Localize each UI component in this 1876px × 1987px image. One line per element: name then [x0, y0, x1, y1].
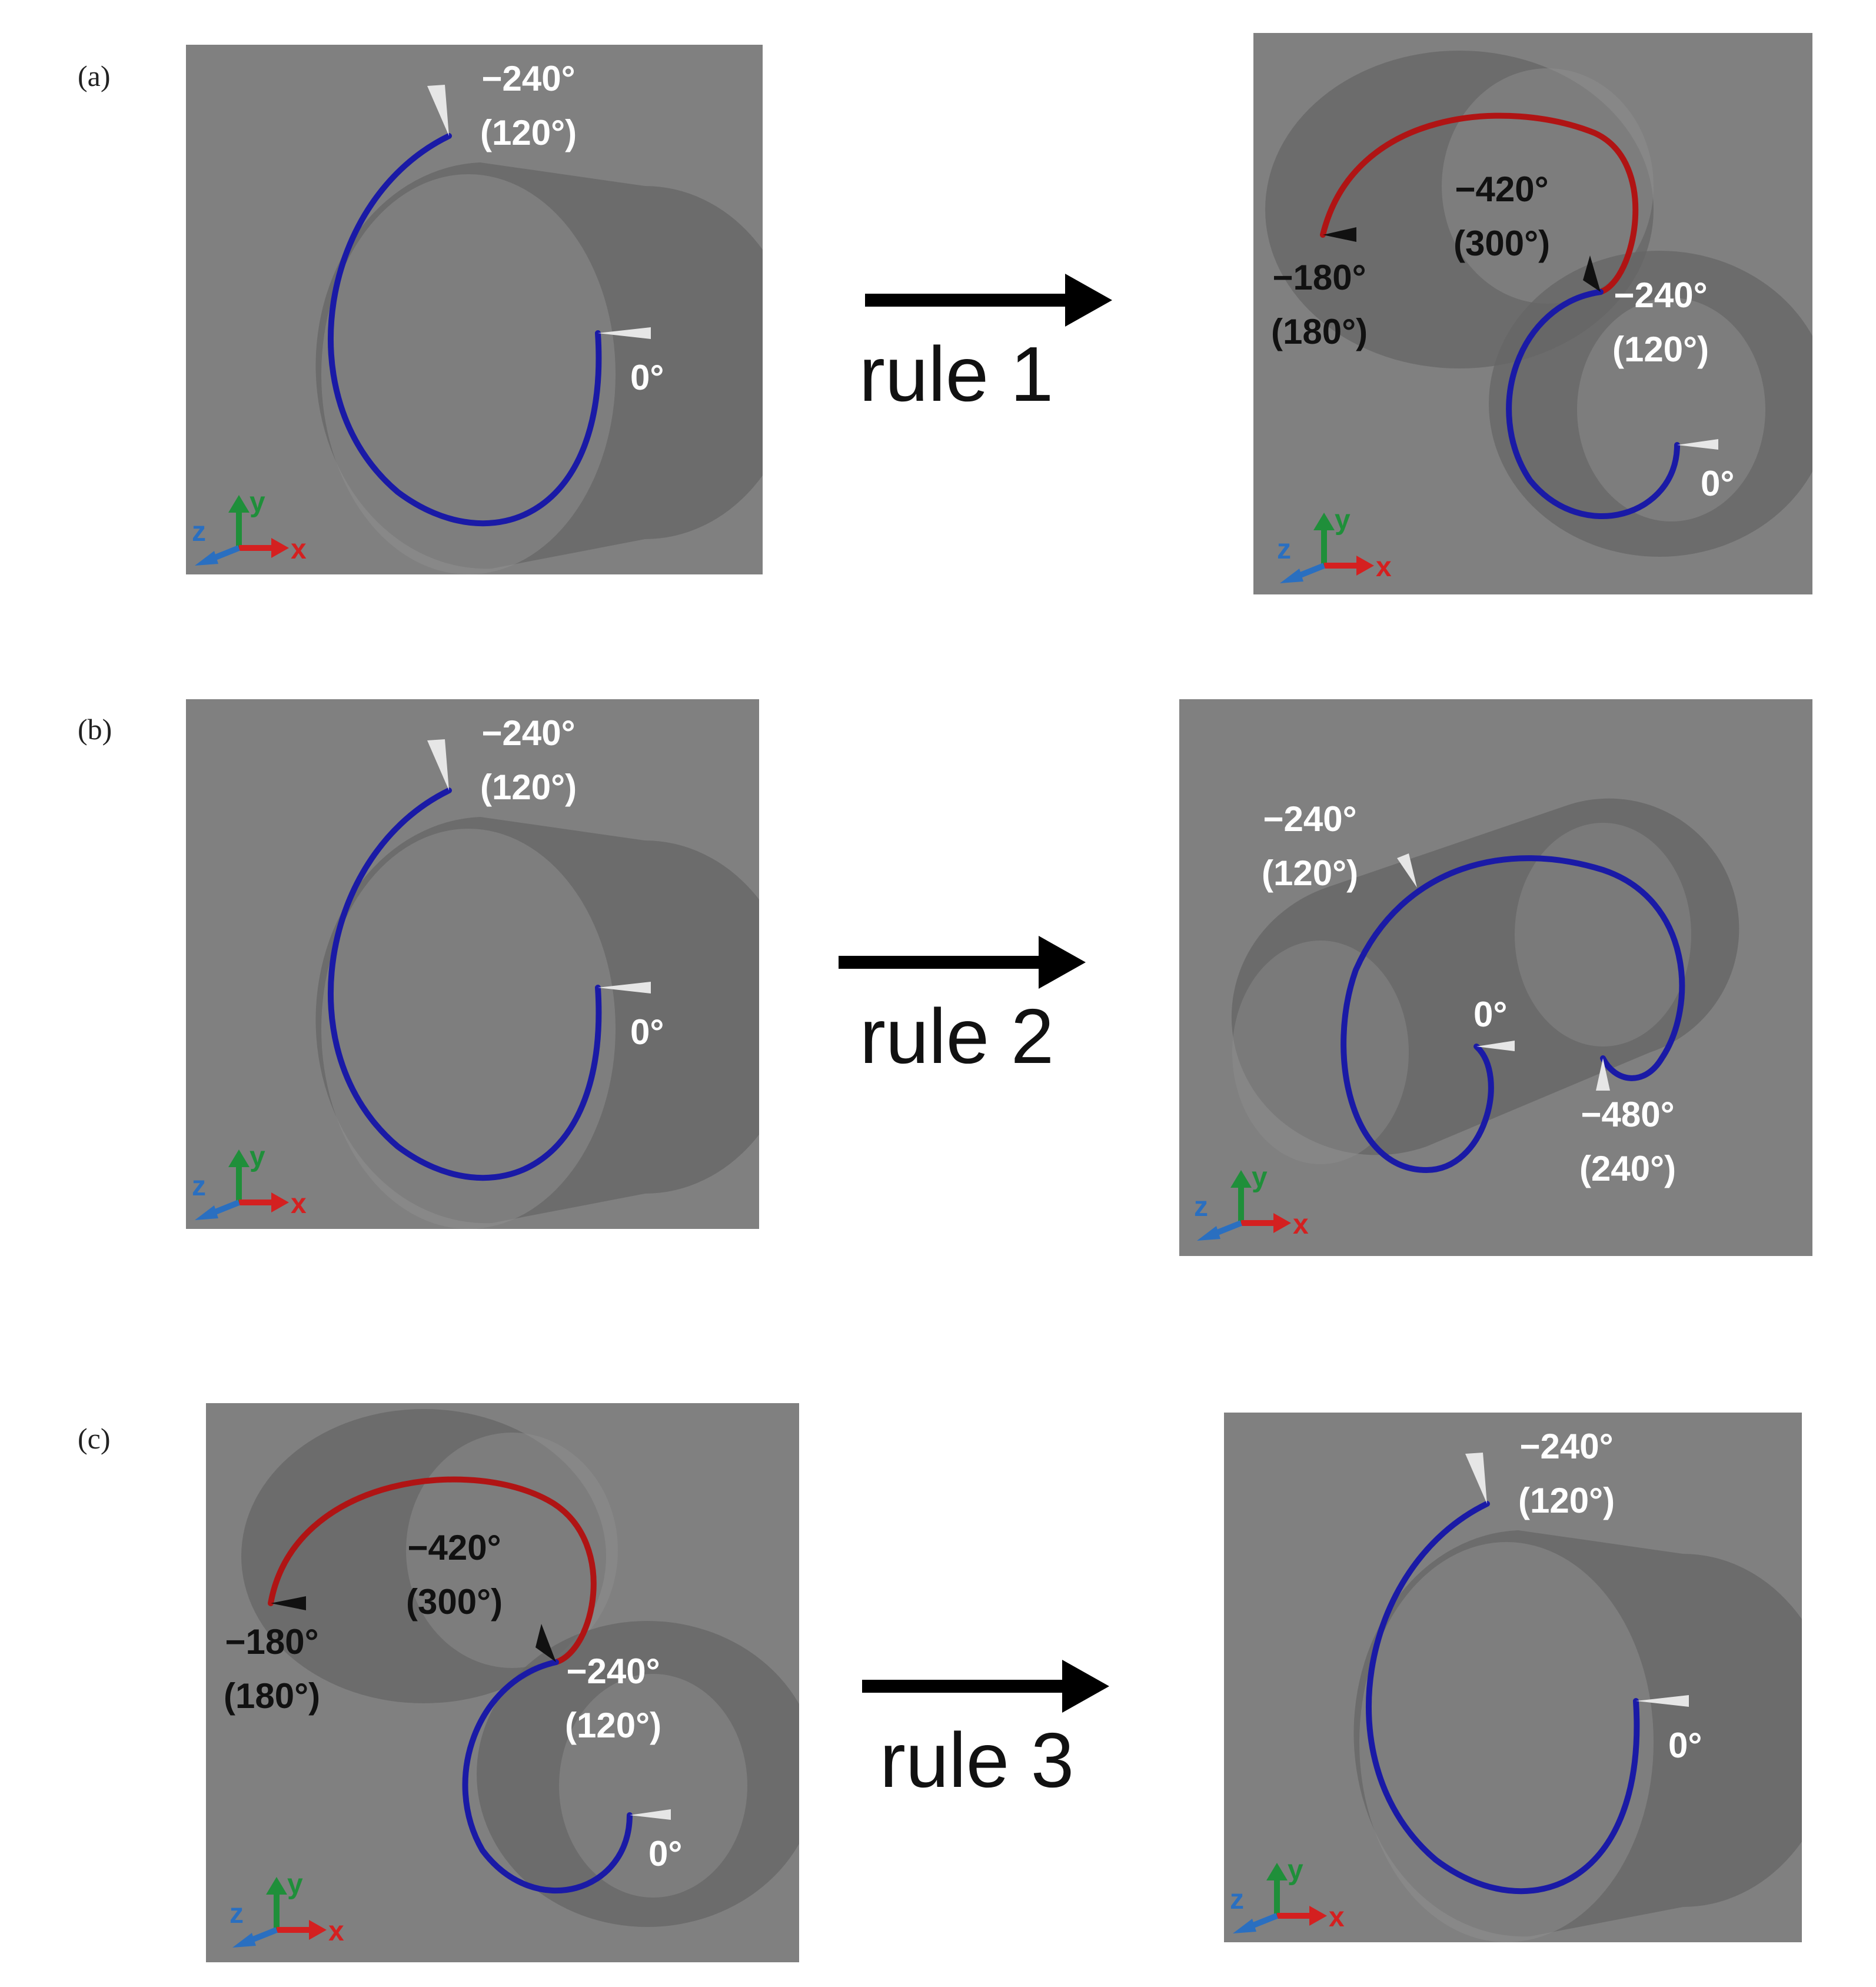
angle-label: 0° — [1473, 995, 1508, 1034]
cylinder — [1231, 798, 1739, 1155]
angle-label: 0° — [1701, 464, 1735, 503]
cone-marker — [1677, 439, 1718, 450]
panel-c-left: −420°(300°) −180°(180°) −240°(120°) 0° y… — [206, 1403, 799, 1962]
angle-label: −180°(180°) — [1271, 258, 1368, 351]
cone-marker — [271, 1596, 306, 1610]
cone-marker — [1397, 853, 1417, 888]
axis-x-label: x — [328, 1916, 344, 1947]
axis-x-label: x — [1293, 1209, 1309, 1240]
cylinder-face — [321, 829, 616, 1229]
cone-marker — [1476, 1041, 1515, 1051]
angle-label: 0° — [648, 1834, 683, 1873]
angle-label: −240°(120°) — [1518, 1427, 1615, 1520]
axis-triad: y x z — [229, 1869, 353, 1951]
cone-marker — [1596, 1058, 1610, 1091]
rule-label-1: rule 1 — [859, 331, 1054, 417]
axis-z-label: z — [192, 1171, 206, 1202]
scene-c-right — [1353, 1453, 1802, 1942]
panel-a-left: −240°(120°) 0° y x z — [186, 45, 763, 574]
transform-arrow-a: rule 1 — [859, 259, 1147, 447]
blue-path — [327, 133, 602, 527]
cone-marker — [630, 1809, 671, 1820]
angle-label: −420°(300°) — [1453, 170, 1551, 263]
angle-label: −240°(120°) — [565, 1652, 662, 1745]
cylinder-face — [1359, 1542, 1654, 1942]
blue-path — [1341, 855, 1685, 1174]
cone-marker — [1323, 227, 1356, 242]
axis-x-label: x — [1329, 1902, 1345, 1933]
axis-y-label: y — [287, 1869, 303, 1900]
rule-label-2: rule 2 — [860, 993, 1055, 1079]
axis-y-label: y — [250, 487, 265, 518]
angle-label: 0° — [1668, 1726, 1702, 1765]
axis-z-label: z — [229, 1898, 244, 1929]
axis-y-label: y — [1335, 504, 1351, 536]
axis-triad: y x z — [192, 487, 315, 569]
cylinder-face — [406, 1433, 618, 1668]
axis-y-label: y — [1288, 1855, 1303, 1886]
panel-b-right: −240°(120°) 0° −480°(240°) y x z — [1179, 699, 1812, 1256]
cylinder-face — [559, 1674, 747, 1898]
axis-triad: y x z — [1194, 1162, 1318, 1244]
panel-a-right: −420°(300°) −180°(180°) −240°(120°) 0° y… — [1253, 33, 1812, 594]
angle-label: −240°(120°) — [1612, 275, 1709, 369]
rule-label-3: rule 3 — [880, 1717, 1075, 1803]
cylinder-face — [1515, 823, 1691, 1046]
angle-label: −180°(180°) — [224, 1622, 321, 1716]
red-path — [268, 1476, 597, 1665]
axis-z-label: z — [1277, 534, 1291, 565]
axis-z-label: z — [1194, 1191, 1208, 1222]
angle-label: 0° — [630, 358, 664, 397]
cone-marker — [1465, 1453, 1487, 1504]
angle-label: 0° — [630, 1012, 664, 1052]
scene-c-left — [241, 1409, 799, 1927]
scene-a-left — [315, 85, 763, 574]
scene-a-right — [1265, 51, 1812, 557]
axis-triad: y x z — [1230, 1855, 1353, 1936]
panel-b-left: −240°(120°) 0° y x z — [186, 699, 759, 1229]
cone-marker — [598, 327, 651, 339]
axis-z-label: z — [1230, 1884, 1244, 1915]
angle-label: −480°(240°) — [1579, 1095, 1677, 1188]
transform-arrow-c: rule 3 — [862, 1645, 1145, 1833]
angle-label: −240°(120°) — [480, 713, 577, 807]
axis-triad: y x z — [1277, 504, 1401, 586]
cone-marker — [1636, 1695, 1689, 1707]
panel-c-right: −240°(120°) 0° y x z — [1224, 1413, 1802, 1942]
cone-marker — [598, 982, 651, 994]
axis-y-label: y — [250, 1141, 265, 1172]
row-label-c: (c) — [78, 1422, 111, 1455]
blue-path — [327, 788, 602, 1181]
cone-marker — [427, 85, 449, 136]
transform-arrow-b: rule 2 — [839, 921, 1121, 1109]
axis-x-label: x — [291, 1188, 307, 1220]
blue-path — [462, 1659, 633, 1894]
axis-triad: y x z — [192, 1141, 315, 1223]
axis-z-label: z — [192, 516, 206, 547]
cylinder-face — [1442, 68, 1654, 304]
scene-b-left — [315, 739, 759, 1229]
cone-marker — [535, 1624, 556, 1662]
axis-x-label: x — [1376, 551, 1392, 583]
blue-path — [1506, 289, 1680, 520]
cone-marker — [427, 739, 449, 790]
cylinder-face — [321, 174, 616, 574]
cylinder-face — [1232, 941, 1409, 1164]
angle-label: −240°(120°) — [480, 59, 577, 152]
cylinder-face — [1577, 298, 1765, 521]
axis-x-label: x — [291, 534, 307, 565]
angle-label: −420°(300°) — [406, 1528, 503, 1622]
row-label-b: (b) — [78, 713, 112, 746]
row-label-a: (a) — [78, 59, 111, 92]
angle-label: −240°(120°) — [1262, 799, 1359, 893]
scene-b-right — [1231, 798, 1739, 1174]
red-path — [1320, 112, 1639, 295]
cone-marker — [1583, 255, 1601, 292]
blue-path — [1365, 1501, 1640, 1895]
axis-y-label: y — [1252, 1162, 1268, 1193]
